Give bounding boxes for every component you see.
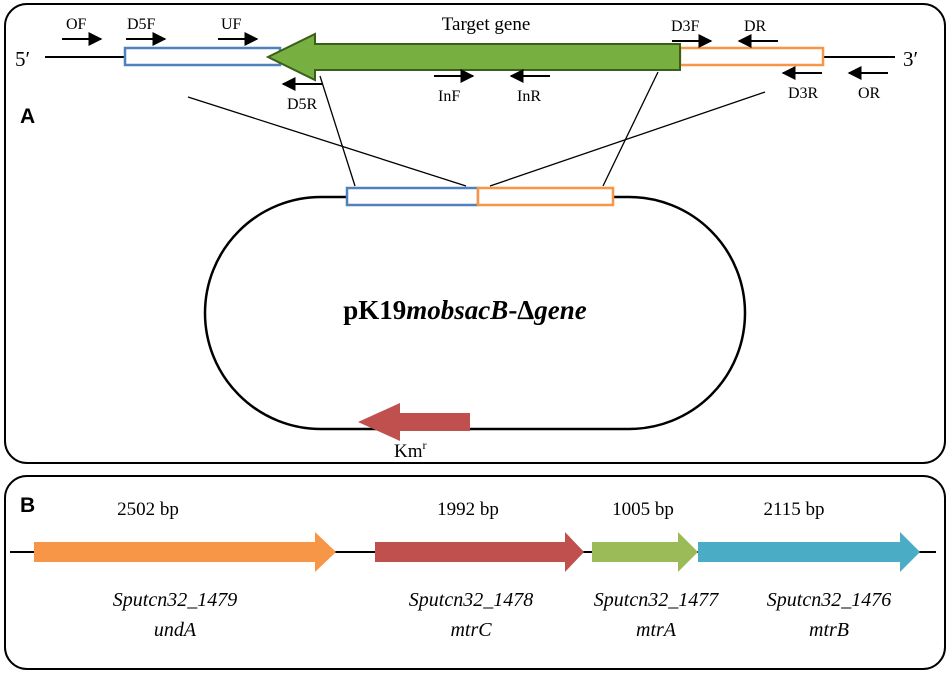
target-gene-arrow [265,32,681,82]
d3f-primer-label: D3F [671,18,700,35]
dr-primer-label: DR [744,18,767,35]
crossover-line-4 [602,71,659,187]
crossover-line-2 [319,75,356,187]
uf-primer-label: UF [221,16,242,33]
gene-locus-mtrB: Sputcn32_1476 [767,589,891,611]
three-prime-label: 3′ [903,47,918,71]
inf-primer-label: InF [438,88,460,105]
gene-name-mtrA: mtrA [636,619,677,641]
target-gene-label: Target gene [442,14,531,35]
gene-arrow-mtrB [698,532,920,572]
gene-arrow-mtrC [375,532,584,572]
plasmid-upstream-insert [345,186,480,207]
panel-b-frame [4,475,946,670]
gene-locus-mtrA: Sputcn32_1477 [594,589,719,611]
panel-a-label: A [20,105,35,128]
d5r-primer-label: D5R [287,96,318,113]
gene-arrow-mtrA [592,532,698,572]
five-prime-label: 5′ [15,47,30,71]
or-primer-label: OR [858,85,881,102]
crossover-line-3 [489,91,766,187]
km-resistance-arrow [358,403,470,441]
gene-name-mtrB: mtrB [809,619,849,641]
d3r-primer-label: D3R [788,85,819,102]
crossover-line-1 [187,96,467,187]
gene-locus-mtrC: Sputcn32_1478 [409,589,533,611]
gene-size-mtrA: 1005 bp [612,499,674,520]
gene-locus-undA: Sputcn32_1479 [113,589,237,611]
gene-name-mtrC: mtrC [450,619,492,641]
gene-size-mtrC: 1992 bp [437,499,499,520]
gene-size-mtrB: 2115 bp [763,499,824,520]
upstream-fragment [123,46,282,67]
downstream-fragment [678,46,825,67]
km-resistance-label: Kmr [394,438,427,462]
panel-b-label: B [20,494,35,517]
plasmid-backbone [203,195,747,431]
plasmid-downstream-insert [476,186,615,207]
d5f-primer-label: D5F [127,16,156,33]
gene-name-undA: undA [154,619,197,641]
gene-size-undA: 2502 bp [117,499,179,520]
gene-arrow-undA [34,532,336,572]
inr-primer-label: InR [517,88,541,105]
of-primer-label: OF [66,16,87,33]
plasmid-name: pK19mobsacB-Δgene [343,295,586,325]
